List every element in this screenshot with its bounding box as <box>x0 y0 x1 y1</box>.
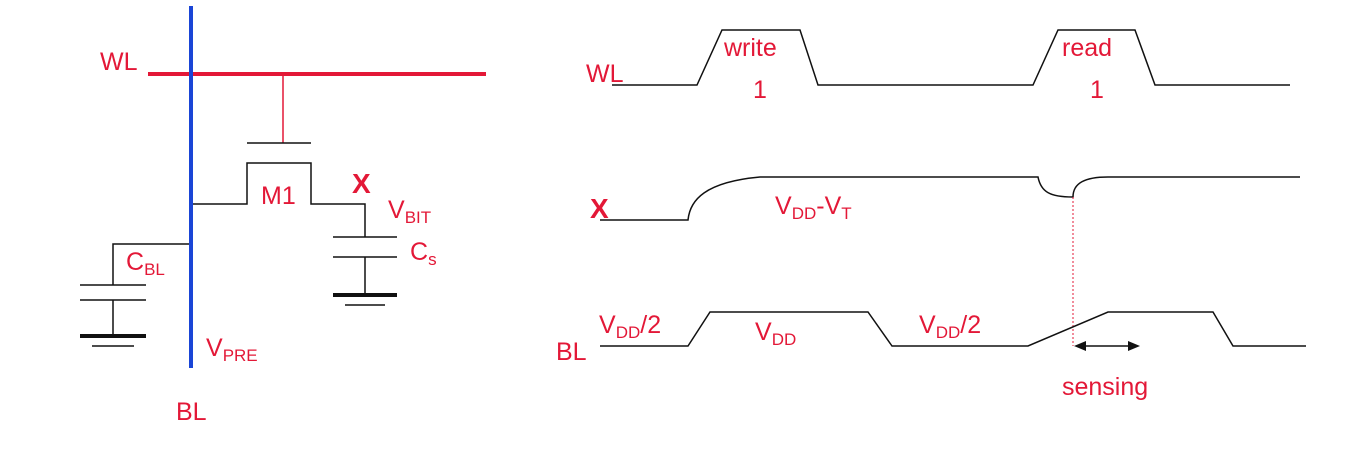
transistor-m1 <box>191 162 366 237</box>
x-waveform <box>600 176 1300 221</box>
cbl-label: CBL <box>126 248 165 279</box>
read-pulse-value: 1 <box>1090 76 1104 104</box>
write-pulse-label: write <box>723 34 777 62</box>
wordline-label: WL <box>100 48 138 76</box>
read-pulse-label: read <box>1062 34 1112 62</box>
vbit-label: VBIT <box>388 196 431 227</box>
sensing-label: sensing <box>1062 373 1148 401</box>
sensing-arrow <box>1074 341 1140 351</box>
bl-full-label: VDD <box>755 318 796 349</box>
storage-capacitor <box>333 236 397 306</box>
bl-half-label-1: VDD/2 <box>599 311 661 342</box>
bl-half-label-2: VDD/2 <box>919 311 981 342</box>
storage-node-label: X <box>352 168 371 199</box>
bitline-capacitor <box>80 243 191 347</box>
bl-waveform <box>600 311 1306 347</box>
vpre-label: VPRE <box>206 334 258 365</box>
bl-timing-label: BL <box>556 338 587 366</box>
dram-cell-schematic: WL M1 X VBIT Cs CBL VPRE BL <box>80 6 486 426</box>
write-pulse-value: 1 <box>753 76 767 104</box>
transistor-label: M1 <box>261 182 296 210</box>
bitline-label: BL <box>176 398 207 426</box>
x-timing-label: X <box>590 193 609 224</box>
wl-waveform <box>612 29 1290 86</box>
x-level-label: VDD-VT <box>775 192 852 223</box>
cs-label: Cs <box>410 238 437 269</box>
wl-timing-label: WL <box>586 60 624 88</box>
timing-diagram: WL write 1 read 1 X VDD-VT BL VDD/2 VDD … <box>556 29 1306 401</box>
